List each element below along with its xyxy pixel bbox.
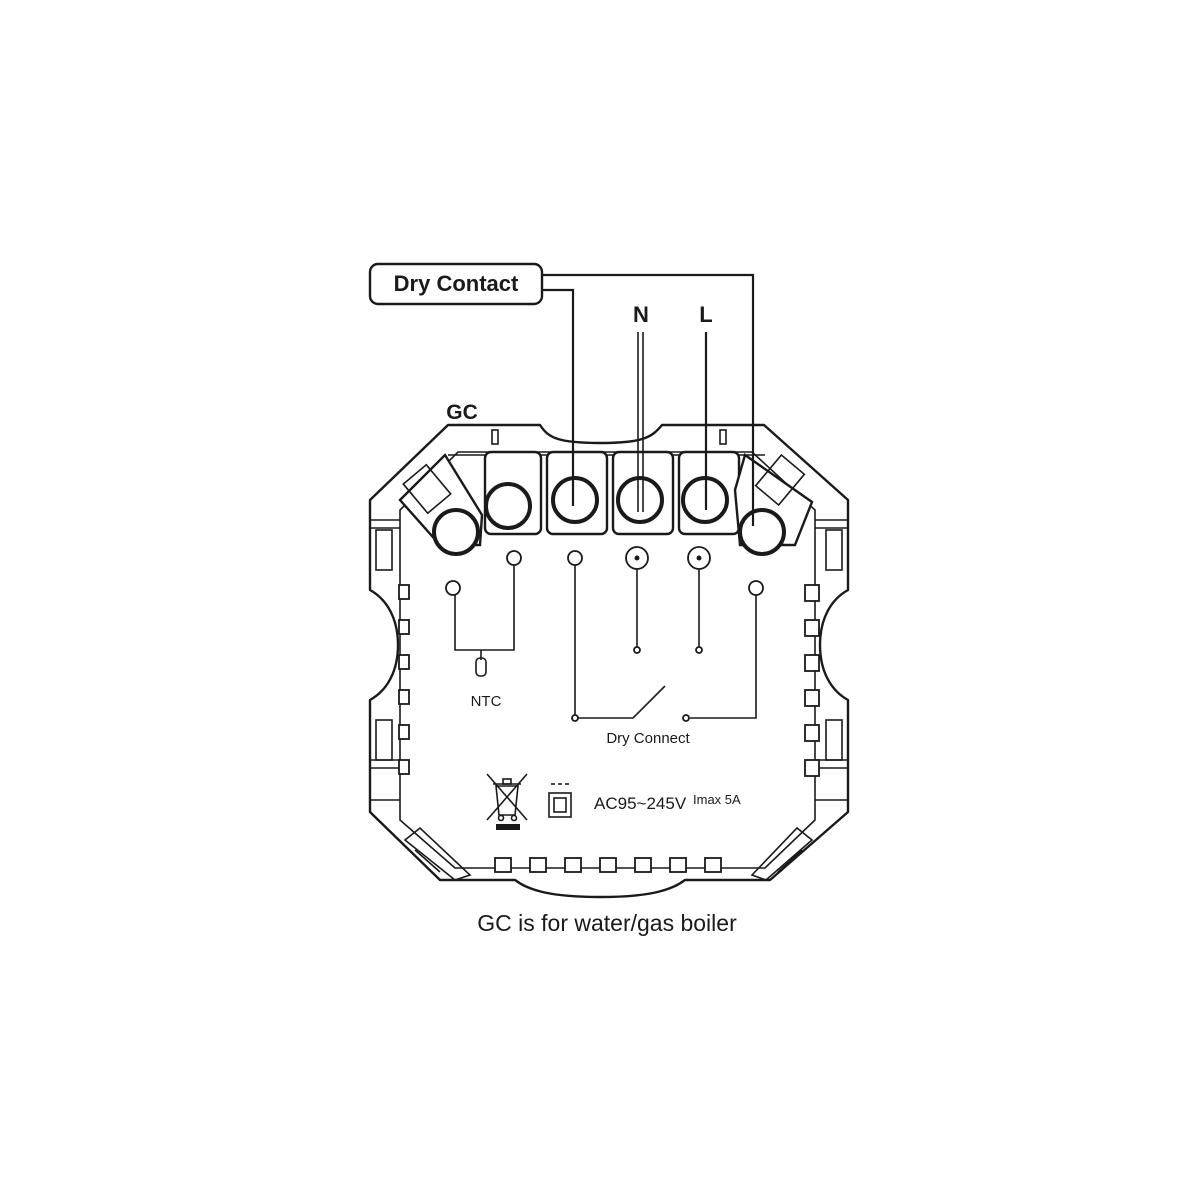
diagram-caption: GC is for water/gas boiler (477, 910, 737, 936)
terminal-4 (677, 450, 741, 536)
device-housing (368, 423, 850, 899)
ntc-label: NTC (471, 693, 502, 710)
neutral-label: N (633, 302, 649, 327)
crossed-out-wheelie-bin-icon (486, 773, 528, 830)
gc-model-label: GC (446, 401, 478, 424)
dry-contact-label: Dry Contact (368, 262, 544, 306)
voltage-rating-label: AC95~245V (594, 794, 687, 813)
terminal-left-corner (398, 453, 484, 556)
bottom-clip-tabs (494, 857, 722, 873)
live-label: L (699, 302, 712, 327)
dry-connect-label: Dry Connect (606, 730, 690, 747)
right-clip-tabs (804, 584, 820, 777)
left-clip-tabs (398, 584, 410, 775)
terminal-2 (545, 450, 609, 536)
double-insulation-square-icon (548, 783, 572, 818)
ntc-circuit (454, 565, 515, 677)
terminal-1 (483, 450, 543, 536)
max-current-label: Imax 5A (693, 792, 741, 807)
external-wires (540, 273, 755, 526)
terminal-right-corner (733, 453, 814, 556)
dry-contact-text: Dry Contact (394, 271, 519, 296)
dry-connect-circuit (571, 565, 757, 722)
